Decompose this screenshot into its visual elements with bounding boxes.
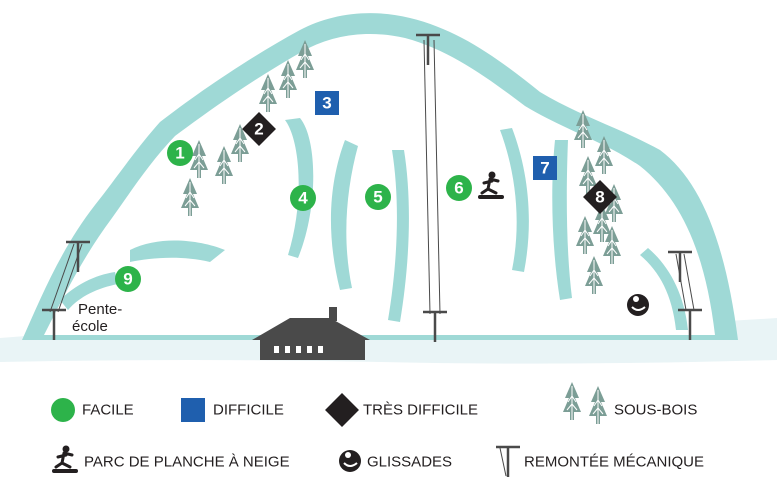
black-diamond-icon: [325, 393, 359, 427]
legend-facile-label: FACILE: [82, 402, 134, 419]
trail-5-marker: 5: [365, 184, 391, 210]
legend-glissades-label: GLISSADES: [367, 454, 452, 471]
trail-3-symbol: [315, 91, 339, 115]
trail-8-symbol: [583, 180, 617, 214]
lodge: [252, 307, 370, 360]
trail-5-number: 5: [373, 188, 382, 207]
legend-tres-difficile-label: TRÈS DIFFICILE: [363, 402, 478, 419]
trail-1-symbol: [167, 140, 193, 166]
legend-glissades: GLISSADES: [339, 450, 452, 472]
legend-parc: PARC DE PLANCHE À NEIGE: [52, 445, 290, 473]
trail-4-number: 4: [298, 189, 308, 208]
pente-ecole-label-line2: école: [72, 318, 108, 335]
pine-trees-icon: [562, 381, 608, 425]
legend-sous-bois-label: SOUS-BOIS: [614, 402, 697, 419]
trail-9-marker: 9: [115, 266, 141, 292]
legend-parc-label: PARC DE PLANCHE À NEIGE: [84, 454, 290, 471]
green-circle-icon: [51, 398, 75, 422]
snow-tube-icon: [339, 450, 361, 472]
ski-lift-icon: [496, 445, 520, 477]
trail-6-symbol: [446, 175, 472, 201]
trail-6-number: 6: [454, 179, 463, 198]
trail-5-symbol: [365, 184, 391, 210]
trail-8-number: 8: [595, 188, 604, 207]
blue-square-icon: [181, 398, 205, 422]
trail-4-marker: 4: [290, 185, 316, 211]
legend-remontee: REMONTÉE MÉCANIQUE: [496, 445, 704, 477]
legend-sous-bois: SOUS-BOIS: [562, 381, 697, 425]
trail-9-symbol: [115, 266, 141, 292]
trail-7-symbol: [533, 156, 557, 180]
trail-7-number: 7: [540, 159, 549, 178]
snowboarder-icon: [478, 171, 504, 199]
trail-2-number: 2: [254, 120, 263, 139]
trail-9-number: 9: [123, 270, 132, 289]
legend-facile: FACILE: [51, 398, 134, 422]
legend: FACILE DIFFICILE TRÈS DIFFICILE SOUS-BOI…: [51, 381, 704, 477]
trail-7-marker: 7: [533, 156, 557, 180]
trail-3-marker: 3: [315, 91, 339, 115]
legend-tres-difficile: TRÈS DIFFICILE: [325, 393, 478, 427]
legend-remontee-label: REMONTÉE MÉCANIQUE: [524, 454, 704, 471]
snowboarder-icon: [52, 445, 78, 473]
trail-4-symbol: [290, 185, 316, 211]
snow-tube-icon: [627, 294, 649, 316]
trail-3-number: 3: [322, 94, 331, 113]
legend-difficile: DIFFICILE: [181, 398, 284, 422]
legend-difficile-label: DIFFICILE: [213, 402, 284, 419]
trail-8-marker: 8: [583, 180, 617, 214]
trail-1-number: 1: [175, 144, 184, 163]
trail-6-marker: 6: [446, 175, 472, 201]
trail-1-marker: 1: [167, 140, 193, 166]
pente-ecole-label-line1: Pente-: [78, 301, 122, 318]
